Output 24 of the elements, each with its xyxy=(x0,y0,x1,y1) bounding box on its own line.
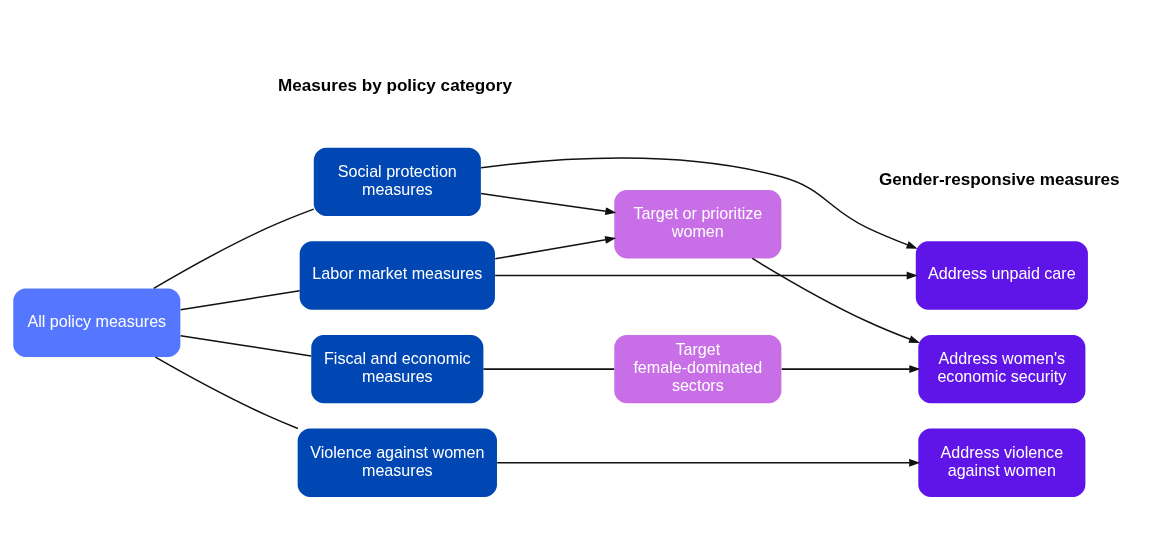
connector xyxy=(179,290,301,311)
node-box: Address women's economic security xyxy=(918,334,1086,404)
connector xyxy=(153,208,315,290)
node-box: Labor market measures xyxy=(299,241,495,310)
label: Gender-responsive measures xyxy=(879,170,1120,189)
node-box: Target or prioritize women xyxy=(614,189,782,259)
node-box: Violence against women measures xyxy=(297,428,497,497)
arrow xyxy=(494,236,617,260)
arrow xyxy=(751,257,921,344)
node-box: Fiscal and economic measures xyxy=(311,334,484,404)
arrow xyxy=(496,458,921,467)
arrow xyxy=(480,192,617,216)
node-box: Target female-dominated sectors xyxy=(614,334,782,404)
connector xyxy=(154,356,299,430)
node-box: Address unpaid care xyxy=(915,241,1088,310)
node-box: Social protection measures xyxy=(313,147,481,217)
connector xyxy=(179,334,312,357)
arrow xyxy=(480,157,918,249)
arrow xyxy=(781,365,921,373)
connector xyxy=(482,368,615,370)
arrow xyxy=(494,271,918,280)
label: Measures by policy category xyxy=(278,76,512,96)
node-box: Address violence against women xyxy=(918,428,1086,497)
node-box: All policy measures xyxy=(13,288,181,358)
